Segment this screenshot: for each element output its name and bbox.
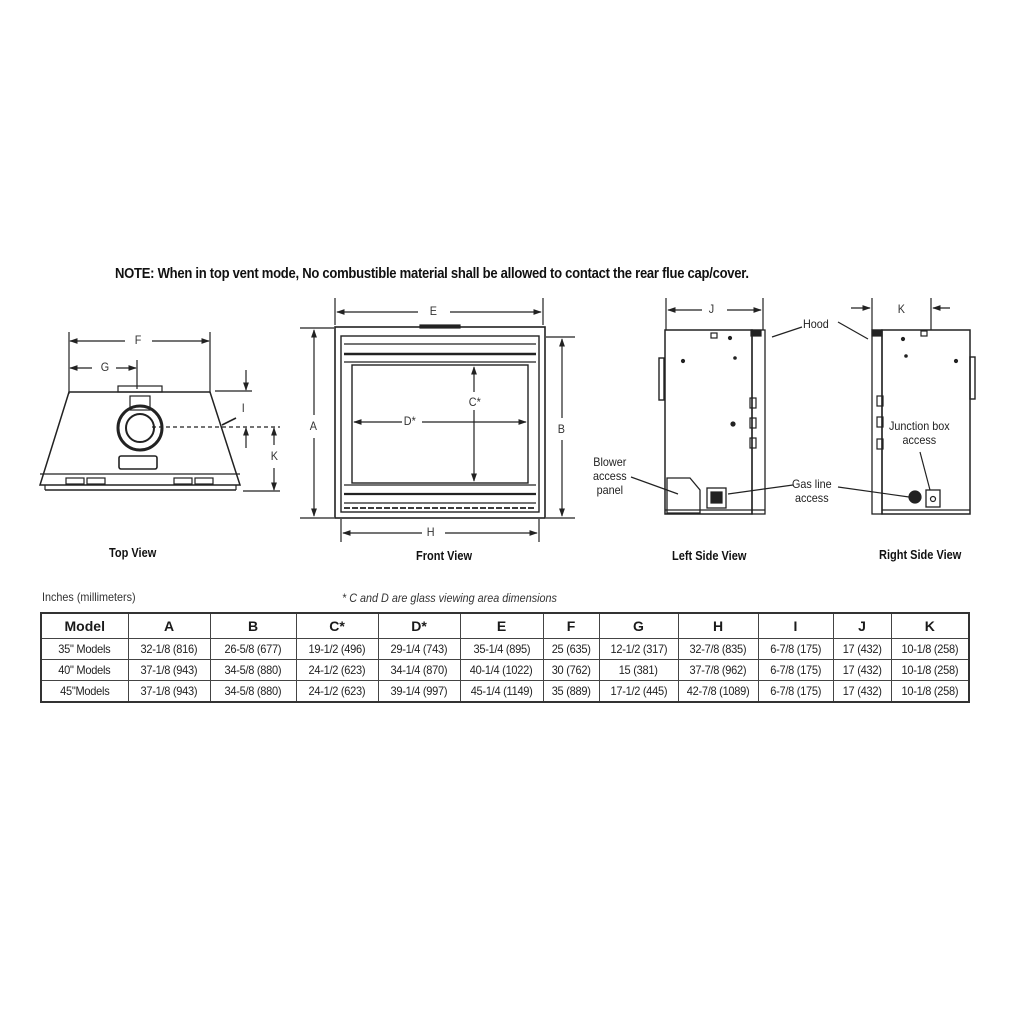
- cell: 35-1/4 (895): [459, 638, 544, 660]
- cell: 17 (432): [832, 638, 892, 660]
- header-b: B: [209, 612, 297, 639]
- header-g: G: [598, 612, 679, 639]
- cell: 42-7/8 (1089): [677, 680, 759, 703]
- cell: 29-1/4 (743): [377, 638, 461, 660]
- dim-label-h: H: [425, 525, 437, 539]
- dim-label-j: J: [707, 302, 716, 316]
- header-h: H: [677, 612, 759, 639]
- dim-label-i: I: [240, 401, 247, 415]
- cell: 17 (432): [832, 659, 892, 681]
- cell: 39-1/4 (997): [377, 680, 461, 703]
- header-k: K: [890, 612, 970, 639]
- cell: 37-1/8 (943): [127, 680, 211, 703]
- header-j: J: [832, 612, 892, 639]
- header-d: D*: [377, 612, 461, 639]
- dim-label-a: A: [308, 419, 319, 433]
- cell-model: 45"Models: [40, 680, 129, 703]
- callout-gas-line-access: Gas line access: [792, 477, 832, 505]
- right-side-view-drawing: [837, 298, 976, 515]
- cell: 12-1/2 (317): [598, 638, 679, 660]
- cell: 35 (889): [542, 680, 600, 703]
- cell: 10-1/8 (258): [890, 680, 970, 703]
- units-label: Inches (millimeters): [42, 590, 136, 604]
- callout-junction-line2: access: [902, 433, 937, 447]
- top-view-drawing: [38, 332, 280, 492]
- cell: 45-1/4 (1149): [459, 680, 544, 703]
- dimensions-table: Model A B C* D* E F G H I J K 35" Models…: [40, 612, 970, 703]
- table-footnote: * C and D are glass viewing area dimensi…: [342, 591, 557, 605]
- cell: 17-1/2 (445): [598, 680, 679, 703]
- callout-blower-access-panel: Blower access panel: [593, 455, 627, 497]
- top-vent-note: NOTE: When in top vent mode, No combusti…: [115, 266, 749, 282]
- cell: 10-1/8 (258): [890, 638, 970, 660]
- cell: 25 (635): [542, 638, 600, 660]
- table-row: 35" Models 32-1/8 (816) 26-5/8 (677) 19-…: [40, 638, 970, 660]
- header-e: E: [459, 612, 544, 639]
- table-row: 45"Models 37-1/8 (943) 34-5/8 (880) 24-1…: [40, 680, 970, 703]
- cell: 24-1/2 (623): [295, 680, 379, 703]
- callout-junction-box-access: Junction box access: [889, 419, 950, 447]
- table-header-row: Model A B C* D* E F G H I J K: [40, 612, 970, 639]
- header-f: F: [542, 612, 600, 639]
- caption-front-view: Front View: [416, 549, 473, 563]
- caption-right-side-view: Right Side View: [879, 548, 962, 562]
- cell: 26-5/8 (677): [209, 638, 297, 660]
- dim-label-k-top: K: [269, 449, 280, 463]
- header-i: I: [757, 612, 834, 639]
- cell: 34-5/8 (880): [209, 680, 297, 703]
- callout-blower-line1: Blower: [593, 455, 627, 469]
- callout-hood: Hood: [803, 317, 829, 331]
- callout-gas-line2: access: [794, 491, 829, 505]
- cell: 30 (762): [542, 659, 600, 681]
- cell: 17 (432): [832, 680, 892, 703]
- cell: 24-1/2 (623): [295, 659, 379, 681]
- left-side-view-drawing: [630, 298, 803, 515]
- caption-left-side-view: Left Side View: [672, 549, 747, 563]
- callout-gas-line1: Gas line: [792, 477, 832, 491]
- dim-label-f: F: [133, 333, 144, 347]
- cell: 32-1/8 (816): [127, 638, 211, 660]
- callout-blower-line2: access: [593, 469, 627, 483]
- header-a: A: [127, 612, 211, 639]
- cell: 10-1/8 (258): [890, 659, 970, 681]
- callout-blower-line3: panel: [596, 483, 624, 497]
- header-model: Model: [40, 612, 129, 639]
- cell: 34-1/4 (870): [377, 659, 461, 681]
- callout-junction-line1: Junction box: [889, 419, 950, 433]
- dim-label-k-side: K: [896, 302, 907, 316]
- cell-model: 40" Models: [40, 659, 129, 681]
- cell: 6-7/8 (175): [757, 680, 834, 703]
- cell: 37-7/8 (962): [677, 659, 759, 681]
- cell: 6-7/8 (175): [757, 659, 834, 681]
- cell: 37-1/8 (943): [127, 659, 211, 681]
- caption-top-view: Top View: [109, 546, 157, 560]
- cell: 40-1/4 (1022): [459, 659, 544, 681]
- dim-label-c: C*: [467, 395, 483, 409]
- cell: 19-1/2 (496): [295, 638, 379, 660]
- cell-model: 35" Models: [40, 638, 129, 660]
- dim-label-d: D*: [402, 414, 418, 428]
- dim-label-e: E: [428, 304, 439, 318]
- header-c: C*: [295, 612, 379, 639]
- cell: 6-7/8 (175): [757, 638, 834, 660]
- table-row: 40" Models 37-1/8 (943) 34-5/8 (880) 24-…: [40, 659, 970, 681]
- cell: 32-7/8 (835): [677, 638, 759, 660]
- cell: 34-5/8 (880): [209, 659, 297, 681]
- cell: 15 (381): [598, 659, 679, 681]
- dim-label-g: G: [99, 360, 112, 374]
- dim-label-b: B: [556, 422, 567, 436]
- front-view-drawing: [300, 298, 575, 542]
